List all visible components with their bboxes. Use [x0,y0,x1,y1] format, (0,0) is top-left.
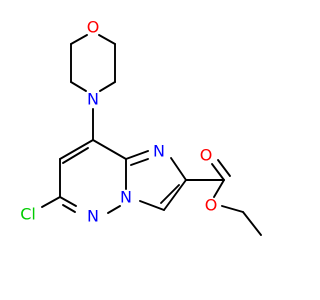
bond [213,179,225,198]
double-bond-inner-line [217,159,231,177]
bond [242,211,262,236]
bond [99,81,116,92]
bond [98,34,116,45]
chlorine-label: Cl [20,205,36,224]
ester-oxygen-label: O [205,196,218,215]
double-bond-inner-line [130,158,149,166]
bridgehead-nitrogen-label: N [120,188,132,207]
bond [139,200,165,211]
morpholine-nitrogen-label: N [87,90,99,109]
carbonyl-oxygen-label: O [200,146,213,165]
bond [211,163,225,181]
bond [59,139,94,160]
atom-label-layer: O N N N N Cl O O [20,18,217,226]
bond [70,81,87,92]
bond-layer [41,34,262,236]
chemical-structure-diagram: O N N N N Cl O O [20,18,262,236]
double-bond-inner-line [62,147,89,164]
double-bond-inner-line [62,204,76,213]
bond [125,150,149,160]
bond [163,179,187,211]
bond [170,157,187,181]
bond [92,139,127,160]
bond [70,34,88,45]
imidazole-nitrogen-label: N [153,142,165,161]
bond [59,196,77,207]
pyridazine-nitrogen-label: N [87,207,99,226]
bond [107,205,121,214]
bond [41,196,61,208]
morpholine-oxygen-label: O [87,18,100,37]
double-bond-inner-line [160,184,180,204]
bond [221,205,244,213]
